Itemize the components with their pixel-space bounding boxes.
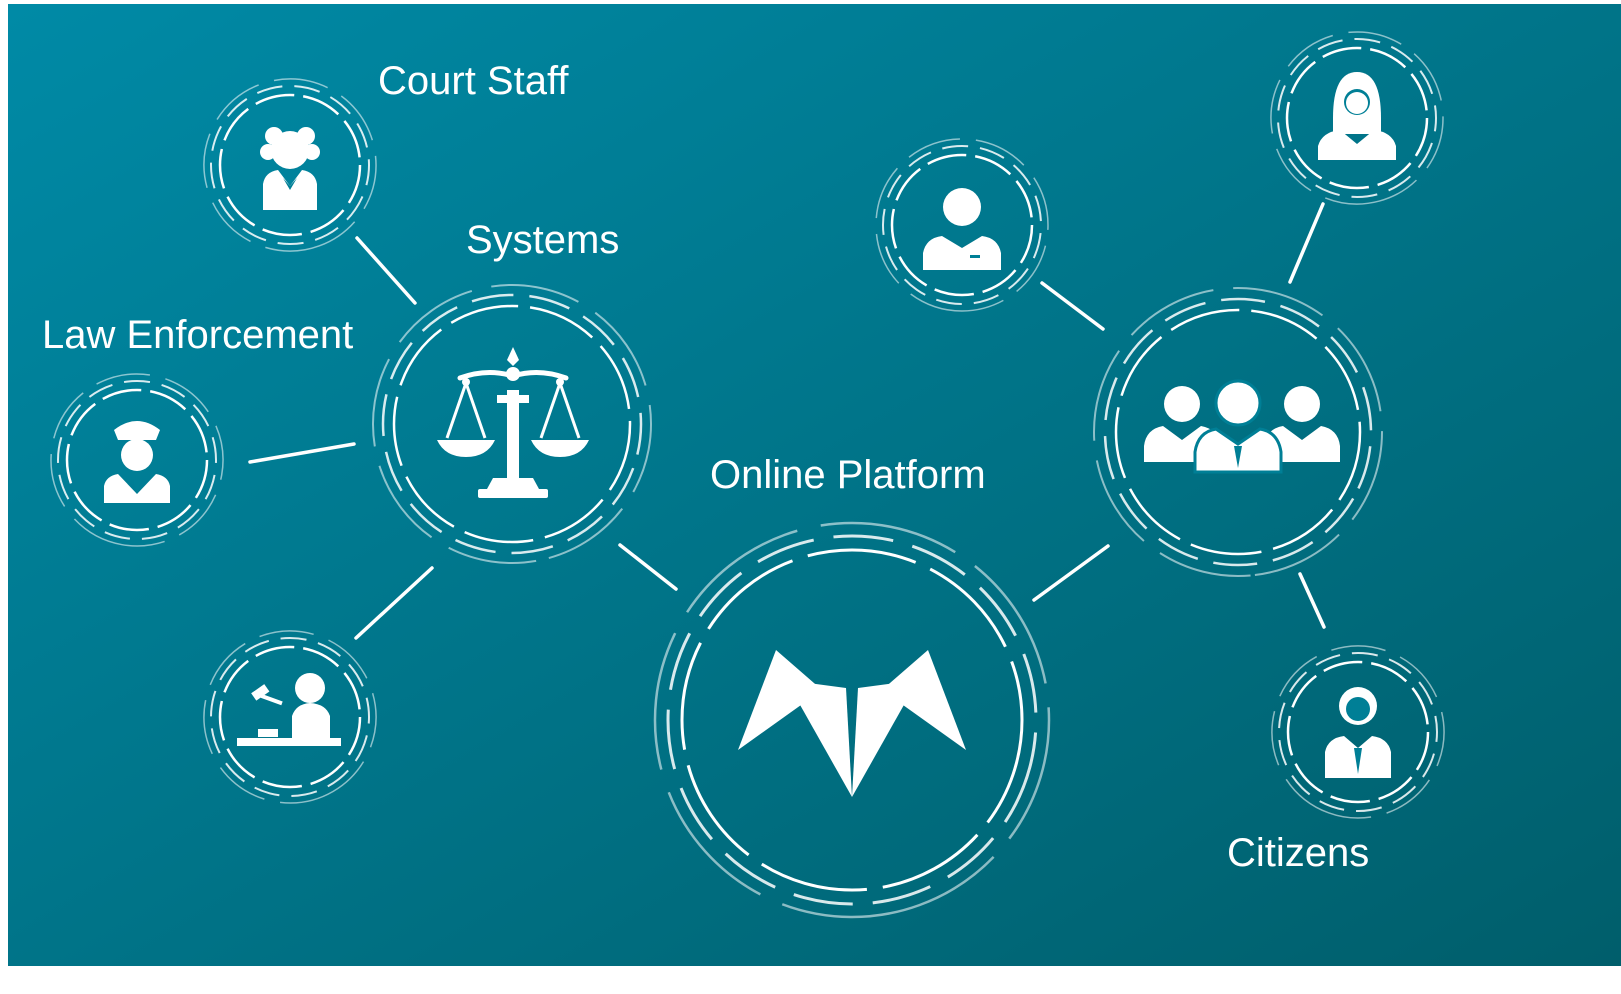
ring-citizen-man-mid <box>882 145 1042 305</box>
node-judge <box>203 630 377 804</box>
ring-citizens-mid <box>1103 297 1373 567</box>
ring-law-enforcement-outer <box>50 373 224 547</box>
ring-court-staff-inner <box>218 93 362 237</box>
person-tie-icon <box>1325 687 1391 778</box>
ring-platform-outer <box>653 521 1051 919</box>
node-citizen-man <box>875 138 1049 312</box>
label-court-staff: Court Staff <box>378 59 569 103</box>
label-law-enforcement: Law Enforcement <box>42 313 353 357</box>
label-online-platform: Online Platform <box>710 453 986 497</box>
ring-citizens-outer <box>1093 287 1383 577</box>
scales-of-justice-icon <box>437 347 589 498</box>
ring-citizen-woman-outer <box>1270 31 1444 205</box>
ring-citizen-person-inner <box>1286 660 1430 804</box>
link-judge-systems <box>354 566 434 640</box>
ring-platform-inner <box>680 548 1024 892</box>
ring-citizen-man-outer <box>875 138 1049 312</box>
ring-court-staff-outer <box>203 78 377 252</box>
link-person-citizens <box>1298 572 1326 629</box>
platform-logo-icon <box>738 650 966 797</box>
link-court-staff-systems <box>355 236 417 305</box>
ring-court-staff-mid <box>210 85 370 245</box>
people-group-icon <box>1144 379 1340 474</box>
ring-judge-inner <box>218 645 362 789</box>
link-platform-citizens <box>1032 544 1110 602</box>
background-panel <box>8 4 1621 966</box>
ring-judge-mid <box>210 637 370 797</box>
node-citizen-person <box>1271 645 1445 819</box>
label-citizens: Citizens <box>1227 831 1369 875</box>
ring-citizen-person-outer <box>1271 645 1445 819</box>
ring-citizens-inner <box>1114 308 1362 556</box>
node-court-staff <box>203 78 377 252</box>
court-clerk-icon <box>260 127 320 210</box>
ring-law-enforcement-mid <box>57 380 217 540</box>
ring-judge-outer <box>203 630 377 804</box>
man-icon <box>923 188 1001 270</box>
ring-systems-outer <box>372 284 652 564</box>
link-man-citizens <box>1040 281 1105 331</box>
ring-systems-mid <box>381 293 643 555</box>
woman-icon <box>1318 72 1396 160</box>
node-law-enforcement <box>50 373 224 547</box>
ring-citizen-woman-inner <box>1285 46 1429 190</box>
node-systems <box>372 284 652 564</box>
node-citizens <box>1093 287 1383 577</box>
ring-platform-mid <box>666 534 1038 906</box>
node-citizen-woman <box>1270 31 1444 205</box>
police-officer-icon <box>104 421 170 503</box>
link-law-enforcement-systems <box>248 442 356 464</box>
judge-gavel-icon <box>237 673 341 746</box>
label-systems: Systems <box>466 218 619 262</box>
connectors <box>248 202 1326 640</box>
link-woman-citizens <box>1288 202 1325 284</box>
ring-law-enforcement-inner <box>65 388 209 532</box>
link-systems-platform <box>618 543 678 591</box>
ring-citizen-person-mid <box>1278 652 1438 812</box>
ring-citizen-woman-mid <box>1277 38 1437 198</box>
ring-systems-inner <box>392 304 632 544</box>
ring-citizen-man-inner <box>890 153 1034 297</box>
node-online-platform <box>653 521 1051 919</box>
